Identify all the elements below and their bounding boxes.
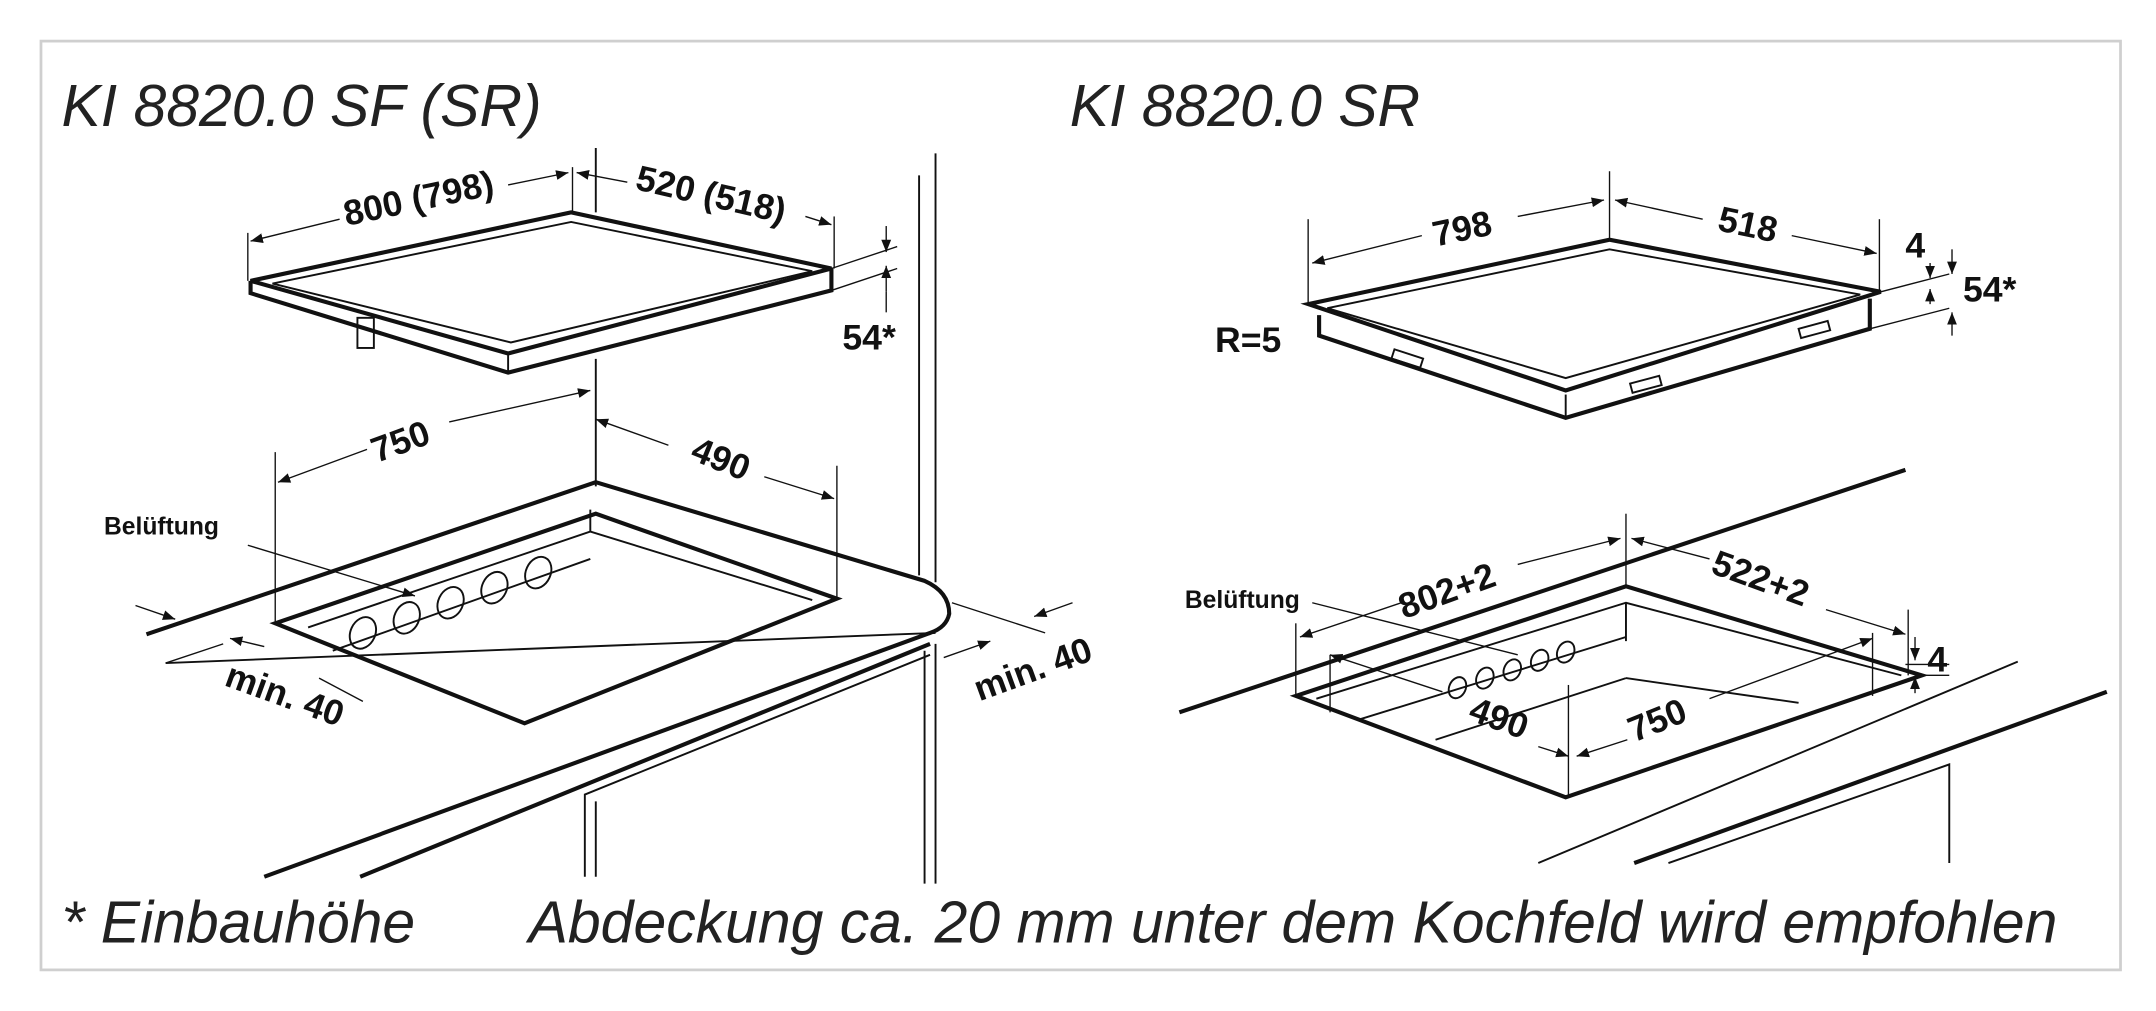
title-right: KI 8820.0 SR — [1070, 74, 1420, 139]
right-recess-depth-label: 522+2 — [1707, 543, 1815, 615]
ventilation-holes-right — [1447, 640, 1576, 700]
right-recess-height-label: 4 — [1927, 639, 1947, 679]
ventilation-holes-left — [348, 555, 553, 650]
frame-border — [39, 39, 2122, 972]
left-cutout-width-label: 750 — [366, 413, 436, 471]
left-min-right-label: min. 40 — [968, 629, 1097, 709]
right-cutout-width-label: 750 — [1622, 691, 1692, 750]
right-recess-width-label: 802+2 — [1393, 555, 1501, 627]
left-dimension-lines — [135, 167, 1073, 703]
footer-note: * Einbauhöhe — [62, 891, 416, 956]
right-rim-label: 4 — [1905, 226, 1925, 266]
right-cutout-depth-label: 490 — [1464, 689, 1534, 747]
footer-recommendation: Abdeckung ca. 20 mm unter dem Kochfeld w… — [526, 891, 2058, 956]
right-ventilation-label: Belüftung — [1185, 587, 1300, 614]
left-width-label: 800 (798) — [340, 163, 497, 234]
left-depth-label: 520 (518) — [632, 158, 790, 231]
left-cutout-depth-label: 490 — [686, 429, 756, 488]
left-hob — [248, 210, 834, 375]
right-hob — [1300, 237, 1882, 420]
right-width-label: 798 — [1429, 203, 1495, 254]
right-countertop — [1178, 467, 2108, 865]
left-ventilation-label: Belüftung — [104, 513, 219, 540]
left-height-label: 54* — [842, 317, 896, 357]
title-left: KI 8820.0 SF (SR) — [62, 74, 542, 139]
left-cabinet — [145, 147, 952, 884]
right-depth-label: 518 — [1715, 199, 1781, 250]
right-dimension-lines — [1295, 171, 1957, 795]
left-min-left-label: min. 40 — [220, 655, 349, 735]
right-radius-label: R=5 — [1215, 320, 1281, 360]
right-height-label: 54* — [1963, 269, 2017, 309]
